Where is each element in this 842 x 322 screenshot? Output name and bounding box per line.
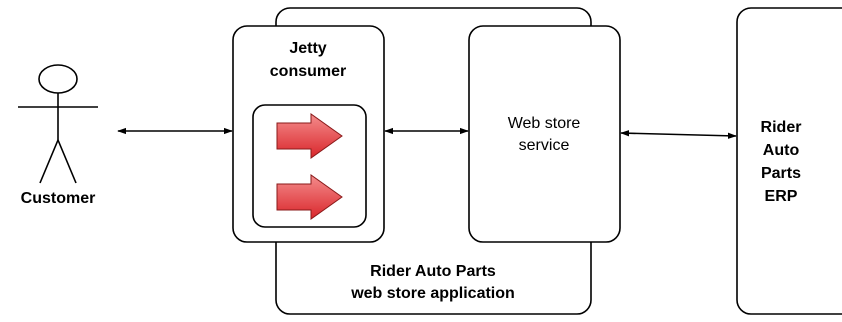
web-store-service-box (468, 25, 621, 243)
web-store-service-label-line1: Web store (508, 115, 581, 132)
red-arrow-icon-bottom (276, 174, 343, 220)
application-label-line1: Rider Auto Parts (370, 263, 496, 280)
customer-label: Customer (21, 190, 96, 207)
erp-label-line1: Rider (761, 119, 802, 136)
erp-label-line2: Auto (763, 142, 800, 159)
webstore-erp-arrow (620, 130, 737, 139)
erp-label-line3: Parts (761, 165, 801, 182)
jetty-title-line1: Jetty (289, 40, 326, 57)
customer-actor-icon (18, 64, 98, 184)
erp-label-line4: ERP (765, 188, 798, 205)
jetty-title-line2: consumer (270, 63, 346, 80)
web-store-service-label-line2: service (519, 137, 570, 154)
erp-box (736, 7, 842, 315)
red-arrow-icon-top (276, 113, 343, 159)
application-label-line2: web store application (350, 285, 515, 302)
